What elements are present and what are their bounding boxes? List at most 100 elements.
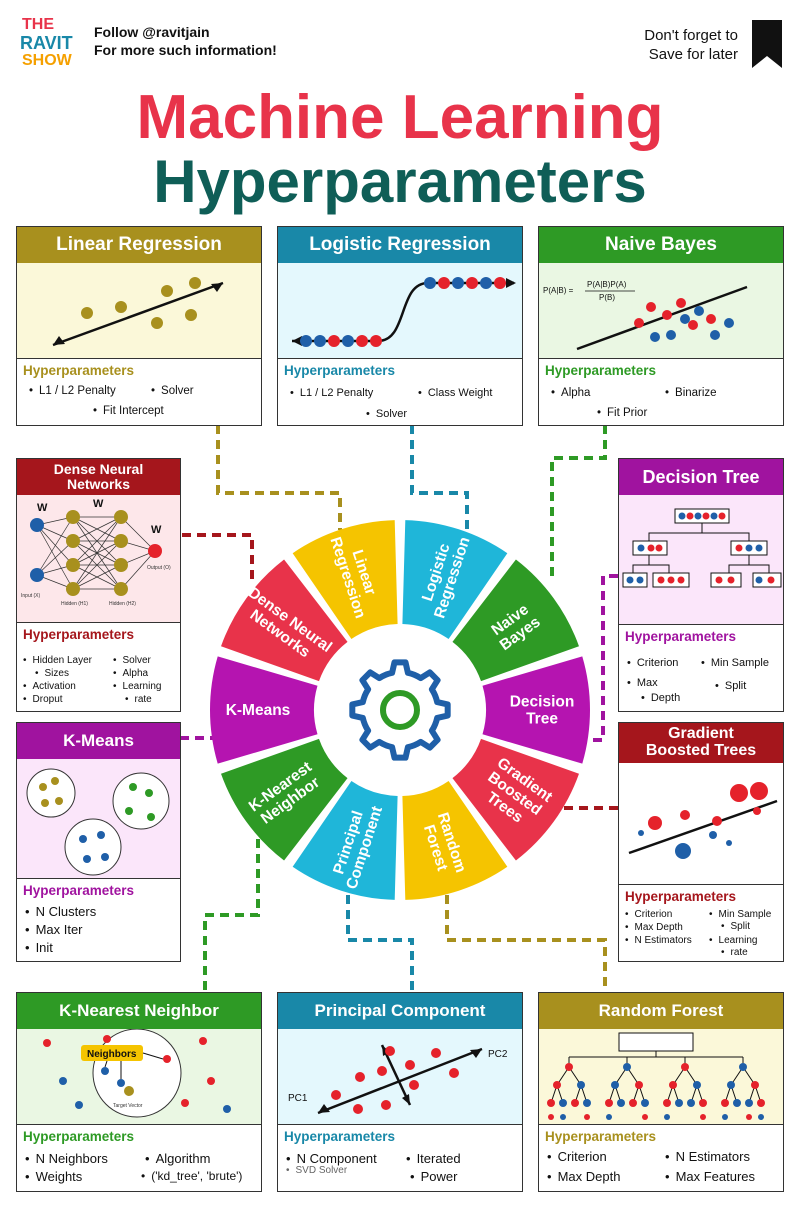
pc1-label: PC1 — [288, 1093, 308, 1104]
card-title: Gradient Boosted Trees — [619, 723, 783, 763]
follow-text: Follow @ravitjain — [94, 24, 210, 40]
wheel-segment — [209, 656, 318, 764]
weight-label: W — [93, 498, 104, 510]
hp-item: Alpha — [113, 668, 149, 680]
hp-heading: Hyperparameters — [284, 1129, 396, 1144]
neural-network-illustration: W W W Input (X) Hidden (H1) Hidden (H2) … — [17, 495, 180, 623]
hp-item: Min Sample — [701, 657, 769, 670]
weight-label: W — [151, 524, 162, 536]
hp-item-continued: rate — [721, 947, 748, 959]
hp-item: Binarize — [665, 387, 717, 401]
hp-item: Criterion — [627, 657, 679, 670]
hp-item: L1 / L2 Penalty — [290, 387, 373, 400]
wheel-segment — [292, 780, 398, 900]
hp-item-continued: ('kd_tree', 'brute') — [141, 1169, 242, 1183]
hp-item: Iterated — [406, 1151, 461, 1167]
hp-heading: Hyperparameters — [23, 627, 135, 642]
hp-heading: Hyperparameters — [284, 363, 396, 378]
hp-heading: Hyperparameters — [625, 889, 737, 904]
hp-item: Fit Intercept — [93, 405, 164, 419]
hp-item: Max Depth — [547, 1169, 621, 1185]
decision-tree-illustration — [619, 495, 783, 625]
page-title-line-1: Machine Learning — [136, 83, 664, 152]
hp-item: Init — [25, 940, 53, 956]
k-means-illustration — [17, 759, 180, 879]
hp-item: Learning — [113, 681, 162, 693]
hp-item: Alpha — [551, 387, 590, 401]
hp-item: N Component — [286, 1151, 377, 1167]
logistic-regression-illustration — [278, 263, 522, 359]
neighbors-label: Neighbors — [87, 1049, 137, 1060]
hp-heading: Hyperparameters — [23, 1129, 135, 1144]
card-dense-neural-networks: Dense Neural Networks W W W Input (X) Hi… — [16, 458, 181, 712]
bookmark-icon[interactable] — [750, 20, 784, 70]
hp-heading: Hyperparameters — [625, 629, 737, 644]
gear-icon — [349, 659, 451, 761]
hp-item: Max Depth — [625, 922, 683, 934]
hp-item: Activation — [23, 681, 76, 693]
knn-illustration: Neighbors Target Vector — [17, 1029, 261, 1125]
formula-denominator: P(B) — [599, 293, 615, 302]
card-linear-regression: Linear Regression Hyperparameters L1 / L… — [16, 226, 262, 426]
gradient-boosted-illustration — [619, 763, 783, 885]
save-line-1: Don't forget to — [644, 27, 738, 44]
more-info-text: For more such information! — [94, 42, 277, 58]
pca-illustration: PC2 PC1 — [278, 1029, 522, 1125]
card-title: Dense Neural Networks — [17, 459, 180, 495]
brand-logo: THE RAVIT SHOW — [18, 16, 92, 72]
hp-item: N Neighbors — [25, 1151, 108, 1167]
hp-item: Max Iter — [25, 922, 83, 938]
hp-item: Droput — [23, 694, 63, 706]
hp-item: N Estimators — [665, 1149, 750, 1165]
card-title: Linear Regression — [17, 227, 261, 263]
save-line-2: Save for later — [648, 46, 738, 63]
hidden-2-label: Hidden (H2) — [109, 601, 136, 607]
hp-item: Class Weight — [418, 387, 493, 400]
linear-regression-illustration — [17, 263, 261, 359]
pc2-label: PC2 — [488, 1049, 508, 1060]
hp-heading: Hyperparameters — [545, 1129, 657, 1144]
wheel-segment-label: K-Means — [226, 702, 291, 719]
hp-heading: Hyperparameters — [545, 363, 657, 378]
hidden-1-label: Hidden (H1) — [61, 601, 88, 607]
logo-line-1: THE — [22, 16, 54, 33]
hp-item: Solver — [366, 408, 407, 421]
hp-item: Weights — [25, 1169, 83, 1185]
card-title: Principal Component — [278, 993, 522, 1029]
input-label: Input (X) — [21, 593, 41, 599]
hp-item: Hidden Layer — [23, 655, 92, 667]
card-gradient-boosted-trees: Gradient Boosted Trees Hyperparameters C… — [618, 722, 784, 962]
hp-item-continued: Split — [715, 680, 746, 693]
hp-heading: Hyperparameters — [23, 363, 135, 378]
page-title-line-2: Hyperparameters — [153, 148, 647, 215]
card-title: Decision Tree — [619, 459, 783, 495]
wheel-label-line: K-Means — [226, 702, 291, 719]
hp-heading: Hyperparameters — [23, 883, 135, 898]
hp-item: Algorithm — [145, 1151, 211, 1167]
wheel-segment — [402, 520, 508, 640]
hp-item: Min Sample — [709, 909, 772, 921]
wheel-segment — [292, 520, 398, 640]
wheel-segment — [482, 656, 590, 764]
card-title: Naive Bayes — [539, 227, 783, 263]
hp-item-continued: Power — [410, 1169, 458, 1185]
card-title: Random Forest — [539, 993, 783, 1029]
wheel-label-line: Tree — [526, 711, 558, 728]
wheel-segment — [452, 559, 579, 682]
hp-item-continued: Depth — [641, 692, 680, 705]
card-title-line-2: Boosted Trees — [645, 742, 757, 759]
hp-item: SVD Solver — [286, 1165, 348, 1173]
card-title-line-1: Gradient — [668, 725, 734, 743]
hp-item-continued: Split — [721, 921, 750, 933]
wheel-segment — [221, 559, 348, 682]
random-forest-illustration — [539, 1029, 783, 1125]
card-title-line-2: Networks — [66, 476, 131, 492]
formula-numerator: P(A|B)P(A) — [587, 280, 627, 289]
hp-item: Criterion — [625, 909, 673, 921]
wheel-segment — [221, 738, 348, 861]
formula-lhs: P(A|B) = — [543, 286, 574, 295]
card-k-means: K-Means Hyperparameters N Clusters Max I… — [16, 722, 181, 962]
wheel-hub — [316, 626, 484, 794]
